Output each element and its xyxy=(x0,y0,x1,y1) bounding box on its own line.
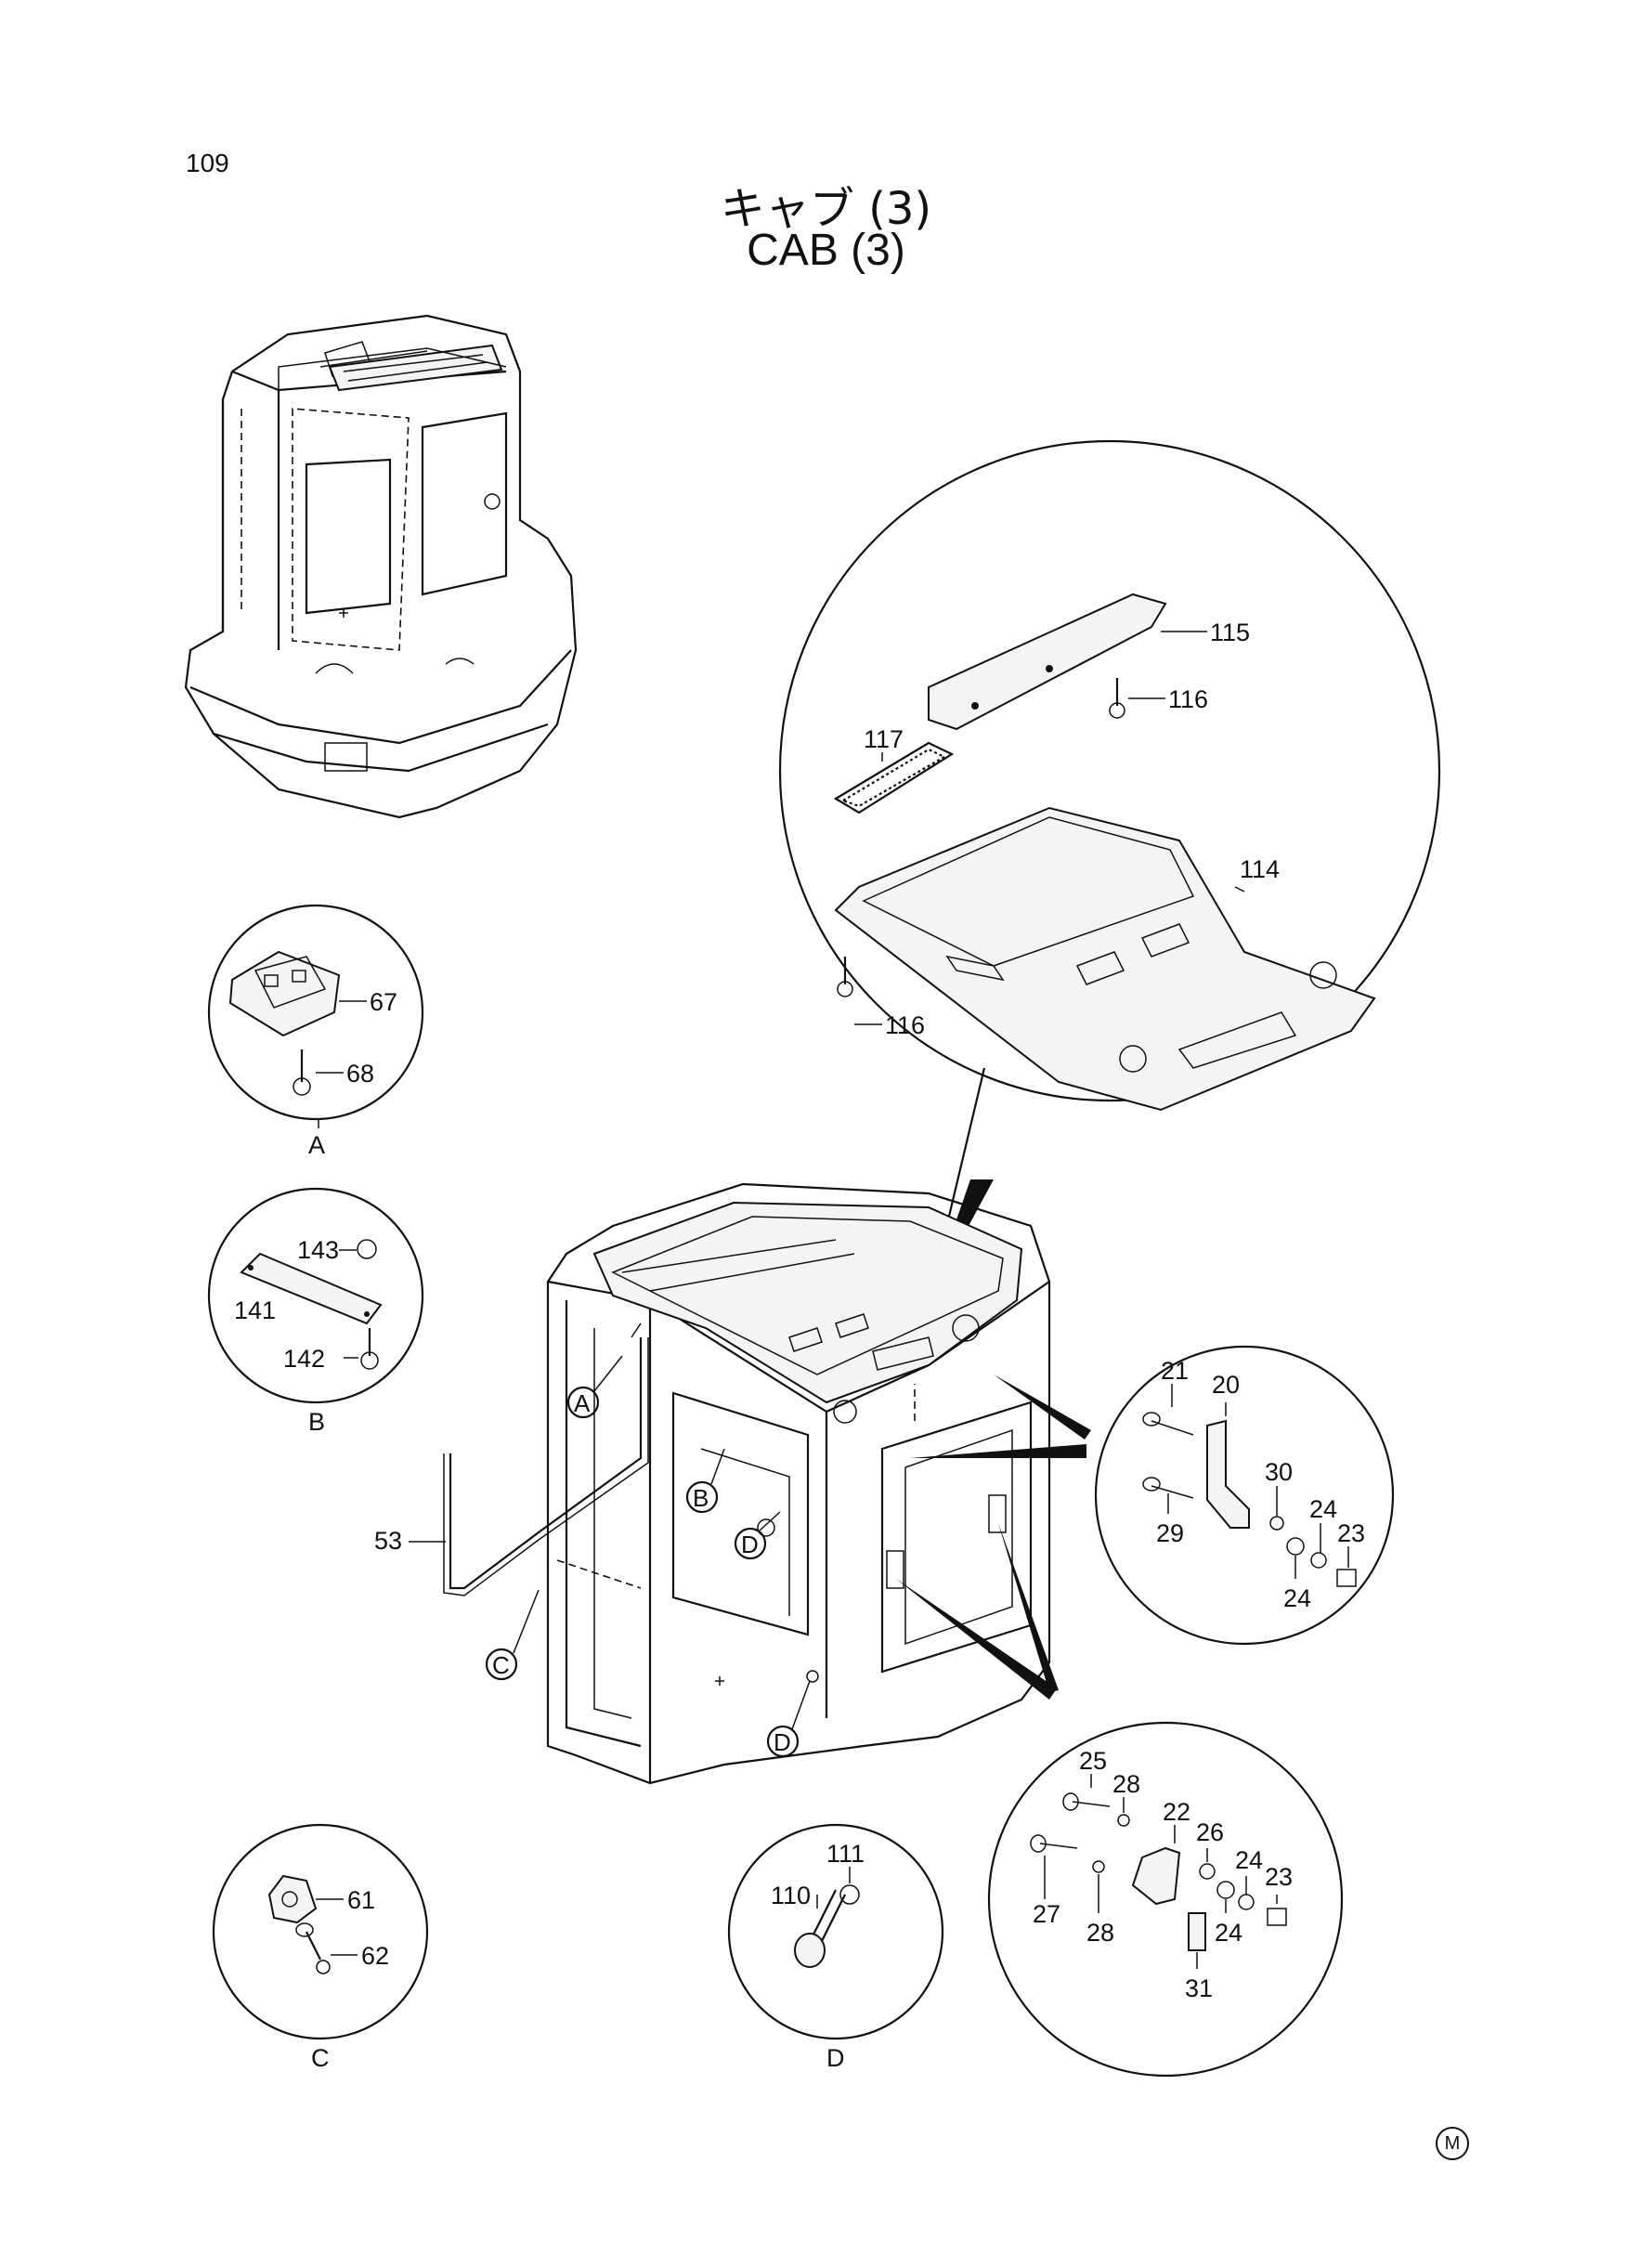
detail-caption-c: C xyxy=(311,2044,330,2072)
part-label-22: 22 xyxy=(1163,1798,1190,1826)
part-label-111: 111 xyxy=(826,1840,865,1868)
part-label-114: 114 xyxy=(1240,855,1280,883)
part-label-110: 110 xyxy=(771,1882,811,1909)
part-label-141: 141 xyxy=(234,1296,276,1324)
main-cab-illustration: A B D C D 53 xyxy=(374,1182,1091,1785)
part-label-61: 61 xyxy=(347,1886,375,1914)
part-label-25: 25 xyxy=(1079,1747,1107,1775)
part-label-27: 27 xyxy=(1033,1900,1060,1928)
detail-caption-a: A xyxy=(308,1131,325,1159)
title-english: CAB (3) xyxy=(747,226,905,275)
part-label-24-lower: 24 xyxy=(1283,1584,1311,1612)
part-label-24-mid: 24 xyxy=(1235,1846,1263,1874)
part-label-116-lower: 116 xyxy=(885,1011,925,1039)
detail-roof-panel: 115 116 117 114 116 xyxy=(778,439,1441,1300)
detail-c: 61 62 C xyxy=(212,1823,429,2072)
m-mark: M xyxy=(1436,2127,1469,2160)
part-label-26: 26 xyxy=(1196,1818,1224,1846)
part-label-28-lower: 28 xyxy=(1086,1919,1114,1947)
part-label-62: 62 xyxy=(361,1942,389,1970)
part-label-30: 30 xyxy=(1265,1458,1293,1486)
detail-d: 111 110 D xyxy=(727,1823,944,2072)
part-label-29: 29 xyxy=(1156,1519,1184,1547)
view-marker-b: B xyxy=(693,1484,709,1512)
part-label-116-upper: 116 xyxy=(1168,685,1208,713)
part-label-117: 117 xyxy=(864,725,904,753)
part-label-24-right: 24 xyxy=(1309,1495,1337,1523)
view-marker-d-lower: D xyxy=(774,1728,791,1756)
part-label-28-upper: 28 xyxy=(1112,1770,1140,1798)
part-label-143: 143 xyxy=(297,1236,339,1264)
part-label-31: 31 xyxy=(1185,1974,1213,2002)
part-label-53: 53 xyxy=(374,1527,402,1555)
detail-caption-b: B xyxy=(308,1408,325,1436)
view-marker-d-upper: D xyxy=(741,1531,759,1558)
detail-b: 143 141 142 B xyxy=(207,1187,424,1436)
title-japanese: キャブ (3) xyxy=(720,183,932,235)
view-marker-c: C xyxy=(492,1651,510,1679)
part-label-23-lower: 23 xyxy=(1265,1863,1293,1891)
part-label-23: 23 xyxy=(1337,1519,1365,1547)
view-marker-a: A xyxy=(574,1389,591,1417)
part-label-142: 142 xyxy=(283,1345,325,1373)
part-label-21: 21 xyxy=(1161,1357,1189,1385)
part-label-24-bottom: 24 xyxy=(1215,1919,1242,1947)
detail-hinge-upper: 21 20 30 24 23 29 24 xyxy=(1094,1345,1395,1646)
part-label-68: 68 xyxy=(346,1060,374,1088)
part-label-115: 115 xyxy=(1210,619,1250,646)
part-label-67: 67 xyxy=(370,988,397,1016)
detail-caption-d: D xyxy=(826,2044,845,2072)
page-number: 109 xyxy=(186,149,229,177)
part-label-20: 20 xyxy=(1212,1371,1240,1399)
detail-latch-lower: 25 28 22 26 24 23 27 28 24 31 xyxy=(987,1721,1344,2078)
detail-a: 67 68 A xyxy=(207,904,424,1159)
overview-cab-illustration xyxy=(184,314,578,819)
